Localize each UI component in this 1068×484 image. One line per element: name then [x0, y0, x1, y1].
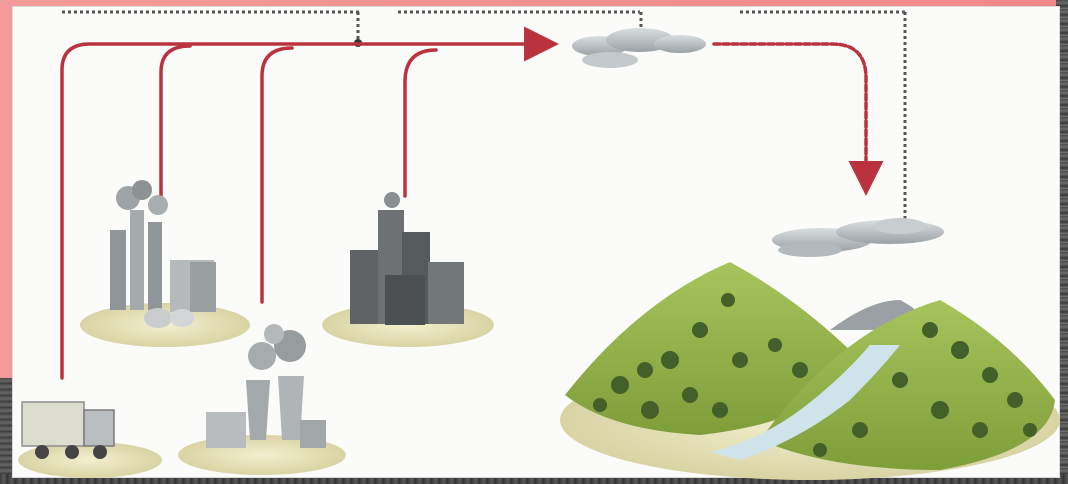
truck [18, 402, 162, 478]
city-buildings [322, 192, 494, 347]
forested-hills [560, 262, 1060, 480]
factory-complex [80, 180, 250, 347]
rain-cloud [772, 218, 944, 257]
smoke-cloud [572, 28, 706, 68]
power-plant [178, 324, 346, 475]
